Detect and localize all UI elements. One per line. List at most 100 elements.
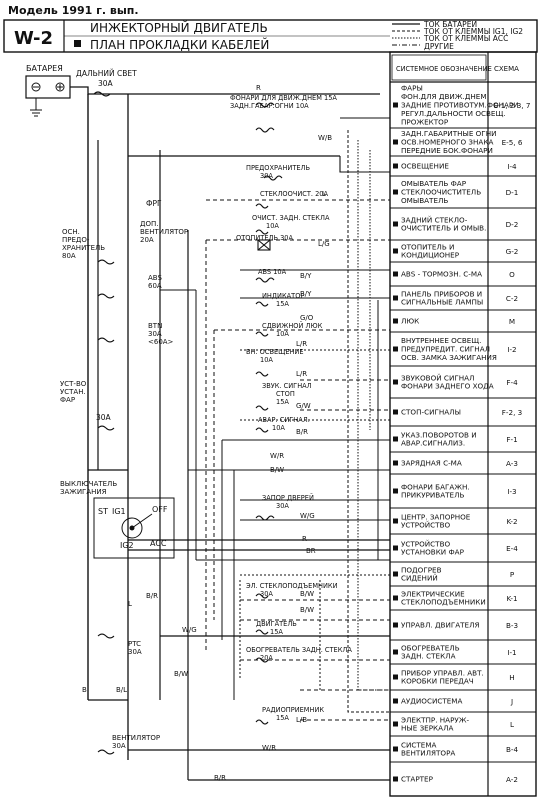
system-row-label: СТОП-СИГНАЛЫ	[401, 408, 461, 417]
wire-code: B	[82, 686, 87, 694]
ignition-terminal: IG1	[112, 507, 126, 516]
ignition-switch	[93, 497, 175, 559]
high-beam-rating: 30A	[98, 79, 114, 88]
btn-fuse-label: <60A>	[148, 338, 174, 346]
fuse-label: РАДИОПРИЕМНИК	[262, 706, 324, 714]
system-row-code: G-2	[506, 247, 519, 256]
fuse-label: ОБОГРЕВАТЕЛЬ ЗАДН. СТЕКЛА	[246, 646, 352, 654]
fuse-label: ПРЕДОХРАНИТЕЛЬ	[246, 164, 310, 172]
headlamp-device-label: УСТАН.	[60, 388, 86, 396]
header-line-2: ПЛАН ПРОКЛАДКИ КАБЕЛЕЙ	[90, 37, 269, 52]
system-row-code: I-1	[507, 648, 516, 657]
wire-labels: RW/BLL/GB/YB/YG/OL/RL/RG/WB/RW/RB/WW/GRB…	[82, 84, 332, 782]
system-row-label: ОМЫВАТЕЛЬ ФАР	[401, 179, 467, 188]
system-row-label: ОМЫВАТЕЛЬ	[401, 196, 448, 205]
fuse-label: СТОП	[276, 390, 295, 398]
ignition-terminal: OFF	[152, 505, 168, 514]
system-row-label: ЭЛЕКТРИЧЕСКИЕ	[401, 589, 465, 598]
system-row-code: F-1	[506, 435, 517, 444]
page-title: Модель 1991 г. вып.	[8, 4, 139, 17]
system-row-label: ЗАДНИЕ ПРОТИВОТУМ.ФОНАРИ	[401, 101, 519, 110]
system-row-label: УПРАВЛ. ДВИГАТЕЛЯ	[401, 621, 480, 630]
system-row-label: ОТОПИТЕЛЬ И	[401, 242, 454, 251]
wire-code: L/R	[296, 370, 307, 378]
wire-code: L	[322, 190, 326, 198]
system-row-code: O	[509, 270, 515, 279]
fuse-label: 30A	[260, 172, 273, 180]
system-row-label: ПРЕДУПРЕДИТ. СИГНАЛ	[401, 345, 490, 354]
system-row-code: E-5, 6	[502, 138, 523, 147]
legend-ig: ТОК ОТ КЛЕММЫ IG1, IG2	[423, 27, 523, 36]
system-row-label: ВЕНТИЛЯТОРА	[401, 749, 455, 758]
system-row-label: ОБОГРЕВАТЕЛЬ	[401, 643, 460, 652]
system-row-code: I-3	[507, 487, 516, 496]
system-row-code: B-4	[506, 745, 519, 754]
headlamp-device-label: УСТ-ВО	[60, 380, 87, 388]
main-fuse-label: ОСН.	[62, 228, 80, 236]
fuse-label: СТЕКЛООЧИСТ. 20A	[260, 190, 328, 198]
fan-fuse-label: ВЕНТИЛЯТОР	[112, 734, 160, 742]
system-row-label: СИГНАЛЬНЫЕ ЛАМПЫ	[401, 298, 483, 307]
fuse-label: 30A	[260, 590, 273, 598]
fuse-label: 15A	[276, 398, 289, 406]
system-row-label: ЦЕНТР. ЗАПОРНОЕ	[401, 512, 471, 521]
fuse-label: 10A	[266, 222, 279, 230]
wire-code: L/G	[318, 240, 330, 248]
wire-code: W/B	[318, 134, 332, 142]
system-row-code: B-3	[506, 621, 518, 630]
system-row-label: ЭЛЕКТПР. НАРУЖ-	[401, 715, 470, 724]
system-row-label: ABS - ТОРМОЗН. С-МА	[401, 270, 482, 279]
system-row-label: КОРОБКИ ПЕРЕДАЧ	[401, 677, 474, 686]
btn-fuse-label: 30A	[148, 330, 162, 338]
system-row-label: ОЧИСТИТЕЛЬ И ОМЫВ.	[401, 224, 486, 233]
wire-code: L/R	[296, 340, 307, 348]
fuse-label: ЗВУК. СИГНАЛ	[262, 382, 312, 390]
fuse-label: ФОНАРИ ДЛЯ ДВИЖ.ДНЕМ 15A	[230, 94, 337, 102]
wire-code: B/R	[214, 774, 226, 782]
system-row-code: D-2	[506, 220, 519, 229]
fuse-label: 15A	[276, 300, 289, 308]
fuse-label: ABS 10A	[258, 268, 287, 276]
fuse-label: 15A	[270, 628, 283, 636]
system-row-code: M	[509, 317, 515, 326]
system-row-label: СИДЕНИЙ	[401, 574, 438, 583]
system-row-code: I-4	[507, 162, 517, 171]
battery: БАТАРЕЯ	[25, 64, 71, 117]
legend-battery: ТОК БАТАРЕИ	[423, 20, 477, 29]
system-row-code: A-2	[506, 775, 518, 784]
system-row-label: ФОНАРИ ЗАДНЕГО ХОДА	[401, 382, 494, 391]
system-row-label: ФОНАРИ БАГАЖН.	[401, 482, 470, 491]
system-row-label: ОСВ. ЗАМКА ЗАЖИГАНИЯ	[401, 353, 497, 362]
system-row-label: ФОН.ДЛЯ ДВИЖ.ДНЕМ	[401, 92, 487, 101]
system-row-label: ОСВЕЩЕНИЕ	[401, 162, 449, 171]
wire-code: G/W	[296, 402, 311, 410]
fuse-label: ЗАПОР ДВЕРЕЙ	[262, 493, 314, 502]
system-row-code: E-4	[506, 544, 518, 553]
fan-fuse-label: 30A	[112, 742, 126, 750]
system-row-label: ЛЮК	[401, 317, 419, 326]
system-row-label: ЗАДНИЙ СТЕКЛО-	[401, 215, 468, 224]
system-row-label: ПРИКУРИВАТЕЛЬ	[401, 491, 464, 500]
fuse-label: ДВИГАТЕЛЬ	[256, 620, 297, 628]
system-row-label: ОСВ.НОМЕРНОГО ЗНАКА	[401, 138, 493, 147]
ignition-terminal: ST	[98, 507, 108, 516]
abs-fuse-label: ABS	[148, 274, 162, 282]
fuse-label: СДВИЖНОЙ ЛЮК	[262, 321, 323, 330]
wire-code: B/Y	[300, 272, 312, 280]
system-row-label: АУДИОСИСТЕМА	[401, 697, 462, 706]
system-row-label: НЫЕ ЗЕРКАЛА	[401, 724, 453, 733]
fuse-label: ИНДИКАТОР	[262, 292, 304, 300]
left-labels: ОСН.ПРЕДО-ХРАНИТЕЛЬ80AДОП.ВЕНТИЛЯТОР20AA…	[60, 199, 188, 750]
system-row-label: УСТРОЙСТВО	[401, 521, 450, 530]
system-row-label: СТАРТЕР	[401, 775, 434, 784]
system-row-label: ФАРЫ	[401, 84, 423, 93]
header-frame	[3, 19, 538, 53]
system-row-code: C-2	[506, 294, 518, 303]
system-row-label: АВАР.СИГНАЛИЗ.	[401, 439, 465, 448]
system-row-code: K-2	[506, 517, 517, 526]
system-row-label: ЗВУКОВОЙ СИГНАЛ	[401, 373, 474, 382]
wire-code: B/W	[270, 466, 284, 474]
aux-fan-label: ДОП.	[140, 220, 158, 228]
system-row-label: СТЕКЛОПОДЪЕМНИКИ	[401, 598, 486, 607]
